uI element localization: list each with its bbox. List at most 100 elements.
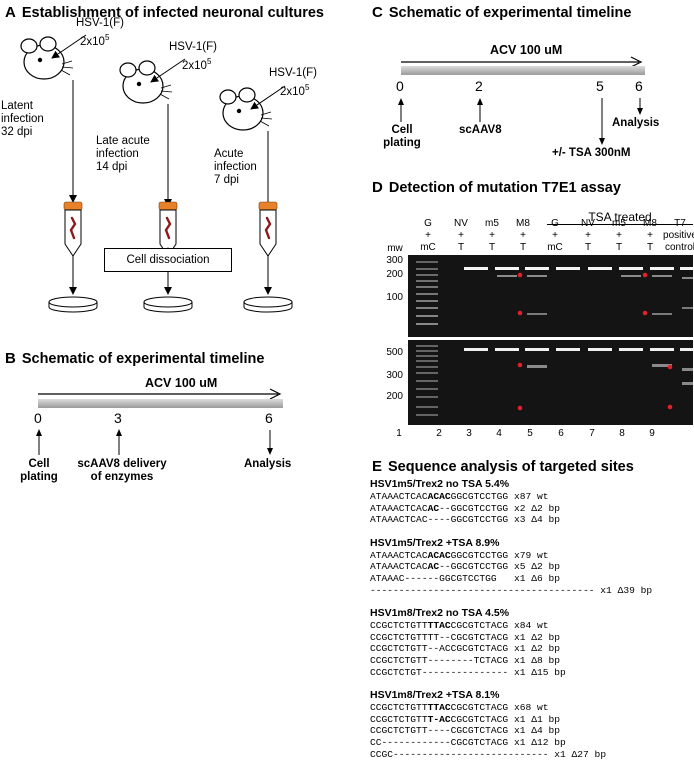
- mutation-marker: [667, 364, 673, 370]
- panel-b-letter: B: [5, 350, 16, 367]
- ladder-band: [416, 300, 438, 302]
- gel-band: [619, 348, 643, 351]
- injection-arrow: [150, 58, 186, 83]
- ladder-band: [416, 372, 438, 374]
- panel-b-tick-0: 0: [34, 410, 42, 426]
- panel-b-tick-arrows: [36, 429, 273, 455]
- ladder-band: [416, 268, 438, 270]
- sequence-pre: ---------------------------------------: [370, 584, 595, 596]
- panel-c-label-2: scAAV8: [459, 124, 502, 136]
- sequence-pre: CCGCTCTGTT--------TCTACG: [370, 654, 509, 666]
- sequence-pre: ATAAACTCAC: [370, 549, 428, 561]
- deletion-note: Δ2 bp: [531, 643, 561, 655]
- gel-band: [525, 267, 549, 270]
- sequence-block: HSV1m8/Trex2 +TSA 8.1%CCGCTCTGTTTTACCGCG…: [370, 689, 690, 760]
- lane-header-8-a: M8: [643, 218, 657, 229]
- read-count: x1: [554, 748, 566, 760]
- sequence-bold: AC: [427, 561, 440, 573]
- panel-c-tick-0: 0: [396, 78, 404, 94]
- cleavage-band: [652, 364, 672, 367]
- lane-header-6-b: +: [585, 230, 591, 241]
- deletion-note: Δ27 bp: [571, 748, 607, 760]
- deletion-note: Δ2 bp: [531, 561, 561, 573]
- cleavage-band: [652, 275, 672, 277]
- lane-header-9-b: positive: [663, 230, 694, 241]
- panel-c-label-5: +/- TSA 300nM: [552, 147, 631, 159]
- gel-band: [464, 267, 488, 270]
- panel-c-title-text: Schematic of experimental timeline: [388, 5, 632, 21]
- panel-d-letter: D: [372, 179, 383, 196]
- gel-band: [588, 348, 612, 351]
- lane-header-5-b: +: [552, 230, 558, 241]
- read-count: x87: [513, 491, 532, 502]
- ladder-band: [416, 274, 438, 276]
- read-count: x1: [513, 654, 526, 666]
- sequence-analysis: HSV1m5/Trex2 no TSA 5.4%ATAAACTCACACACGG…: [370, 478, 690, 771]
- sequence-row: --------------------------------------- …: [370, 585, 690, 597]
- ladder-band: [416, 388, 438, 390]
- gel-bottom: [408, 340, 694, 425]
- lane-header-8-c: T: [646, 242, 654, 253]
- gel-band: [588, 267, 612, 270]
- sequence-pre: CCGC---------------------------: [370, 748, 549, 760]
- sequence-row: CCGCTCTGTTTTACCGCGTCTACG x84 wt: [370, 620, 690, 632]
- lane-header-9-a: T7: [674, 218, 686, 229]
- sequence-row: ATAAACTCACAC--GGCGTCCTGG x5 Δ2 bp: [370, 561, 690, 573]
- ladder-band: [416, 286, 438, 288]
- deletion-note: Δ2 bp: [531, 502, 561, 514]
- lane-header-6-a: NV: [581, 218, 595, 229]
- tube-icon: [258, 201, 278, 257]
- gel-bottom-marker-200: 200: [386, 391, 403, 402]
- read-count: x1: [513, 572, 526, 584]
- panel-c-label-6: Analysis: [612, 117, 660, 129]
- tsa-treated-label: TSA treated: [547, 211, 693, 225]
- panel-c-tick-5: 5: [596, 78, 604, 94]
- injection-arrow: [250, 85, 286, 110]
- panel-c-tick-6: 6: [635, 78, 643, 94]
- lane-number-6: 6: [558, 428, 564, 439]
- read-count: x1: [513, 713, 526, 725]
- panel-c-arrow: [401, 56, 643, 68]
- gel-band: [556, 267, 580, 270]
- cleavage-band: [682, 368, 694, 371]
- panel-b-tick-6: 6: [265, 410, 273, 426]
- sequence-pre: ATAAACTCAC: [370, 491, 428, 502]
- deletion-note: Δ39 bp: [617, 584, 653, 596]
- cleavage-band: [652, 313, 672, 315]
- gel-band: [495, 348, 519, 351]
- sequence-pre: CCGCTCTGTT: [370, 702, 428, 714]
- panel-d-title-text: Detection of mutation T7E1 assay: [388, 180, 621, 196]
- ladder-band: [416, 323, 438, 325]
- panel-c-tick-2: 2: [475, 78, 483, 94]
- lane-header-1-a: G: [424, 218, 432, 229]
- gel-band: [619, 267, 643, 270]
- sequence-bold: ACAC: [427, 491, 451, 502]
- lane-header-4-a: M8: [516, 218, 530, 229]
- culture-dish-icon: [143, 296, 193, 313]
- read-count: x1: [513, 631, 526, 643]
- sequence-post: CGCGTCTACG: [450, 620, 509, 632]
- lane-header-3-b: +: [489, 230, 495, 241]
- dose-label-3: 2x105: [280, 83, 310, 98]
- read-count: x1: [513, 666, 526, 678]
- gel-bottom-marker-300: 300: [386, 370, 403, 381]
- sequence-row: CCGCTCTGTTTTACCGCGTCTACG x68 wt: [370, 702, 690, 714]
- read-count: x84: [513, 620, 532, 632]
- ladder-band: [416, 345, 438, 347]
- gel-top-marker-200: 200: [386, 269, 403, 280]
- sequence-row: CCGCTCTGTT--------TCTACG x1 Δ8 bp: [370, 655, 690, 667]
- lane-header-6-c: T: [584, 242, 592, 253]
- lane-header-4-c: T: [519, 242, 527, 253]
- panel-b-tick-3: 3: [114, 410, 122, 426]
- mutation-marker: [667, 404, 673, 410]
- deletion-note: wt: [537, 549, 549, 561]
- sequence-post: GGCGTCCTGG: [450, 491, 509, 502]
- lane-header-5-c: mC: [547, 242, 563, 253]
- lane-number-9: 9: [649, 428, 655, 439]
- gel-band: [680, 267, 694, 270]
